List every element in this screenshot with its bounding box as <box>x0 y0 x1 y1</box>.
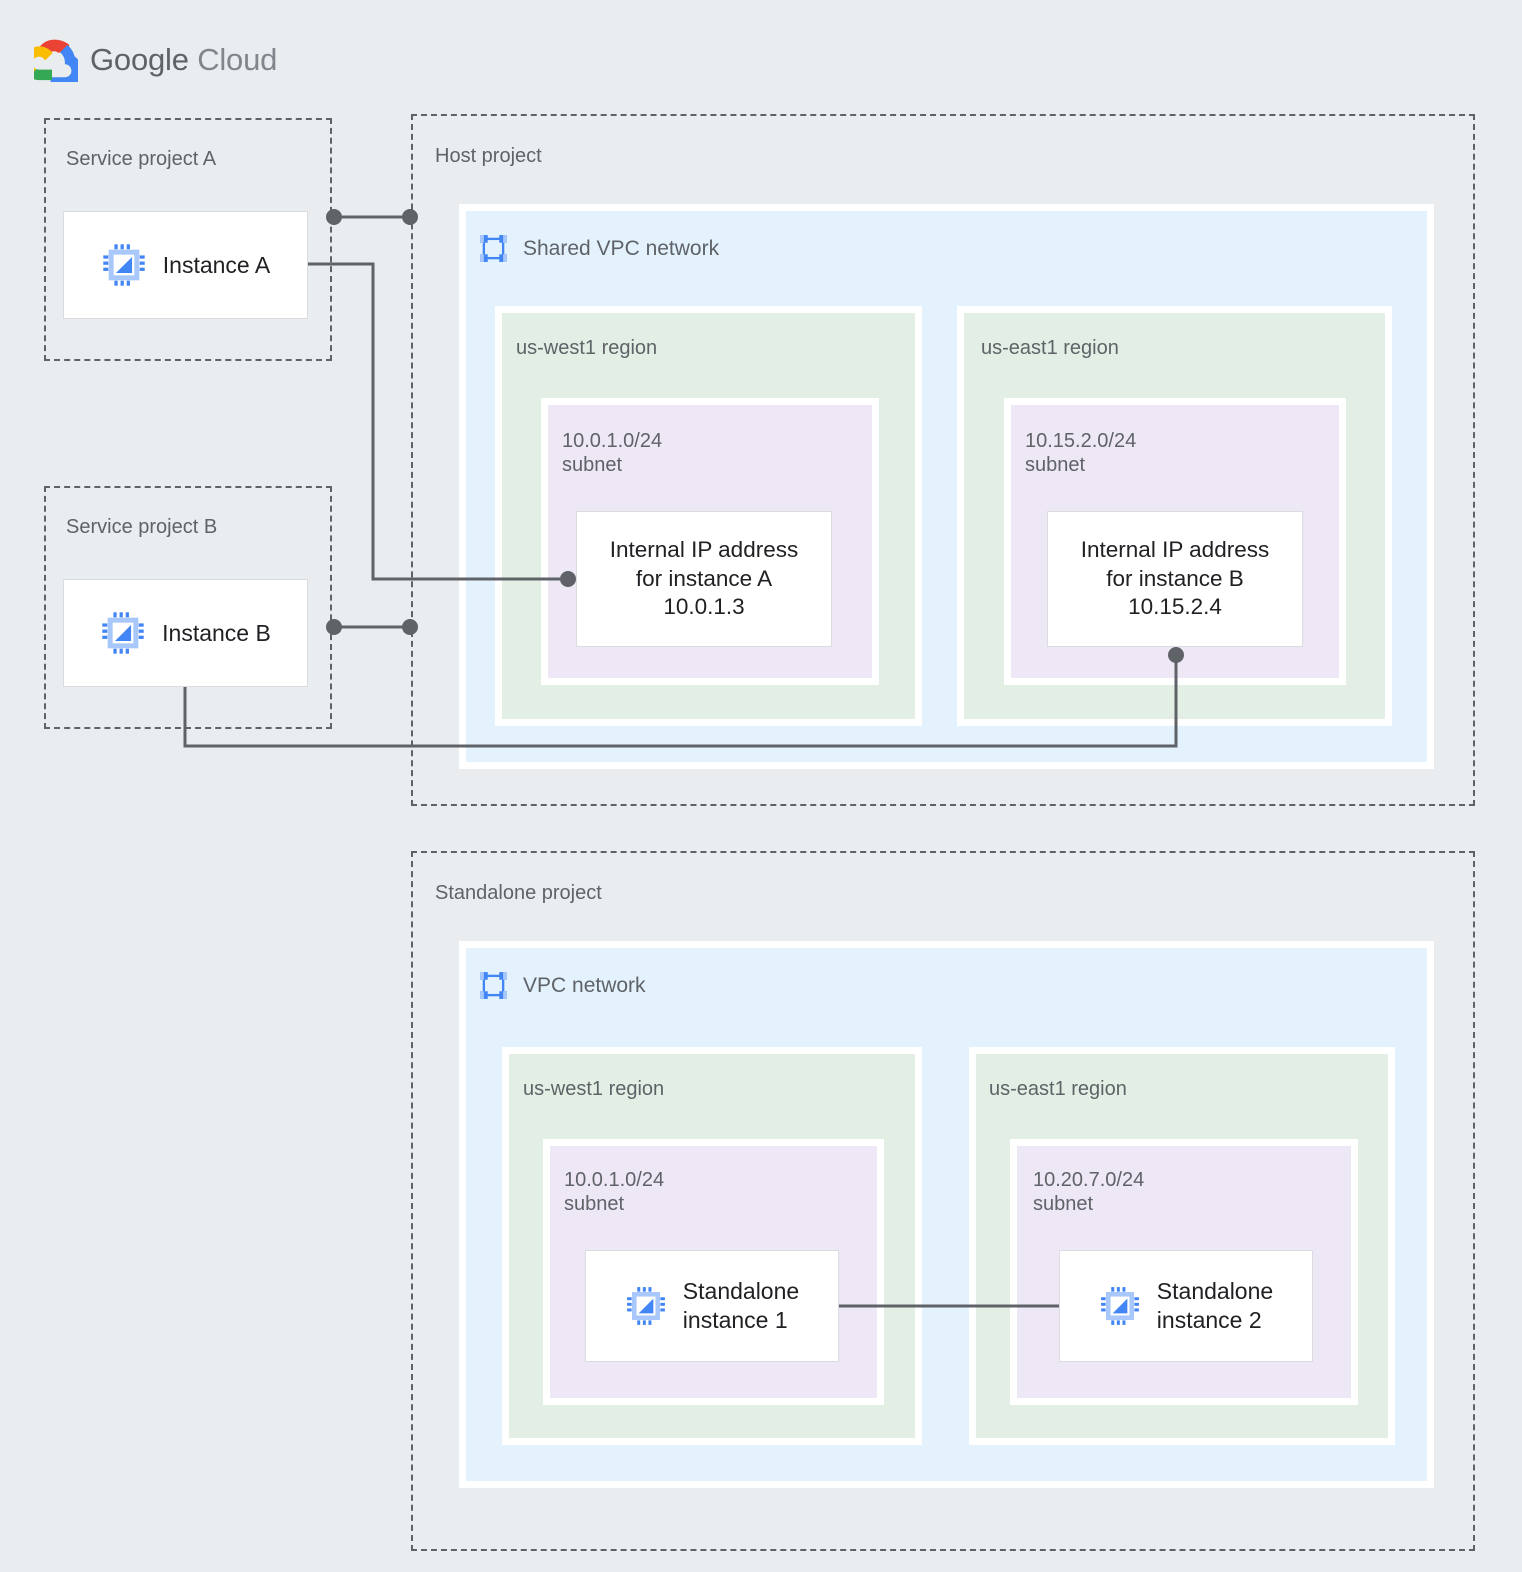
standalone-subnet-10-0-1-0-24-label: 10.0.1.0/24 subnet <box>564 1169 665 1216</box>
vpc-network-title: VPC network <box>523 973 646 997</box>
instance-b-card[interactable]: Instance B <box>63 579 308 687</box>
vpc-network-icon <box>480 235 507 262</box>
google-cloud-logo: Google Cloud <box>34 38 277 82</box>
shared-vpc-network-title: Shared VPC network <box>523 236 720 260</box>
brand-name: Google Cloud <box>90 42 277 78</box>
standalone-instance-2-label: Standalone instance 2 <box>1156 1278 1274 1333</box>
standalone-instance-1-label: Standalone instance 1 <box>682 1278 800 1333</box>
standalone-project-label: Standalone project <box>435 882 602 904</box>
brand-name-cloud: Cloud <box>197 42 278 77</box>
internal-ip-instance-b-label: Internal IP address for instance B 10.15… <box>1080 537 1270 620</box>
vm-instance-icon <box>103 244 145 286</box>
host-subnet-10-0-1-0-24-label: 10.0.1.0/24 subnet <box>562 430 663 477</box>
vm-instance-icon <box>626 1287 665 1325</box>
host-region-us-west1-label: us-west1 region <box>516 337 658 359</box>
connector-service-a-to-host <box>326 209 418 225</box>
vpc-network-icon <box>480 972 507 999</box>
service-project-a-label: Service project A <box>66 148 217 170</box>
service-project-b-label: Service project B <box>66 516 218 538</box>
internal-ip-instance-a-card[interactable]: Internal IP address for instance A 10.0.… <box>576 511 832 647</box>
host-project-label: Host project <box>435 145 542 167</box>
instance-a-card[interactable]: Instance A <box>63 211 308 319</box>
host-region-us-east1-label: us-east1 region <box>981 337 1119 359</box>
instance-b-label: Instance B <box>162 619 271 646</box>
instance-a-label: Instance A <box>162 251 271 278</box>
standalone-subnet-10-20-7-0-24-label: 10.20.7.0/24 subnet <box>1033 1169 1145 1216</box>
google-cloud-logo-icon <box>34 39 78 82</box>
standalone-project-container <box>411 851 1475 1551</box>
host-subnet-10-15-2-0-24-label: 10.15.2.0/24 subnet <box>1025 430 1137 477</box>
standalone-instance-1-card[interactable]: Standalone instance 1 <box>585 1250 839 1362</box>
standalone-region-us-east1-label: us-east1 region <box>989 1078 1127 1100</box>
brand-name-google: Google <box>90 42 189 77</box>
vm-instance-icon <box>102 612 144 654</box>
internal-ip-instance-b-card[interactable]: Internal IP address for instance B 10.15… <box>1047 511 1303 647</box>
standalone-instance-2-card[interactable]: Standalone instance 2 <box>1059 1250 1313 1362</box>
vpc-network-header: VPC network <box>477 969 646 1002</box>
internal-ip-instance-a-label: Internal IP address for instance A 10.0.… <box>609 537 799 620</box>
vm-instance-icon <box>1100 1287 1139 1325</box>
connector-service-b-to-host <box>326 619 418 635</box>
standalone-region-us-west1-label: us-west1 region <box>523 1078 665 1100</box>
shared-vpc-network-header: Shared VPC network <box>477 232 719 265</box>
service-project-a-container <box>44 118 332 361</box>
